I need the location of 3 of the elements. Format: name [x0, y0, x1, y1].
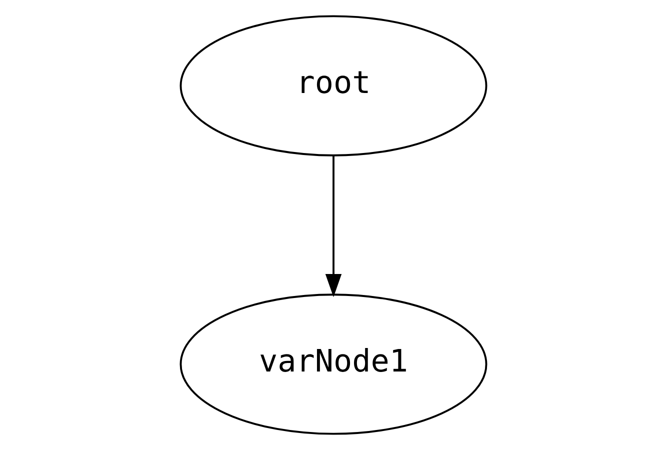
- node-ellipse: varNode1: [179, 294, 487, 435]
- arrow: [324, 156, 342, 298]
- node-ellipse: root: [179, 15, 487, 156]
